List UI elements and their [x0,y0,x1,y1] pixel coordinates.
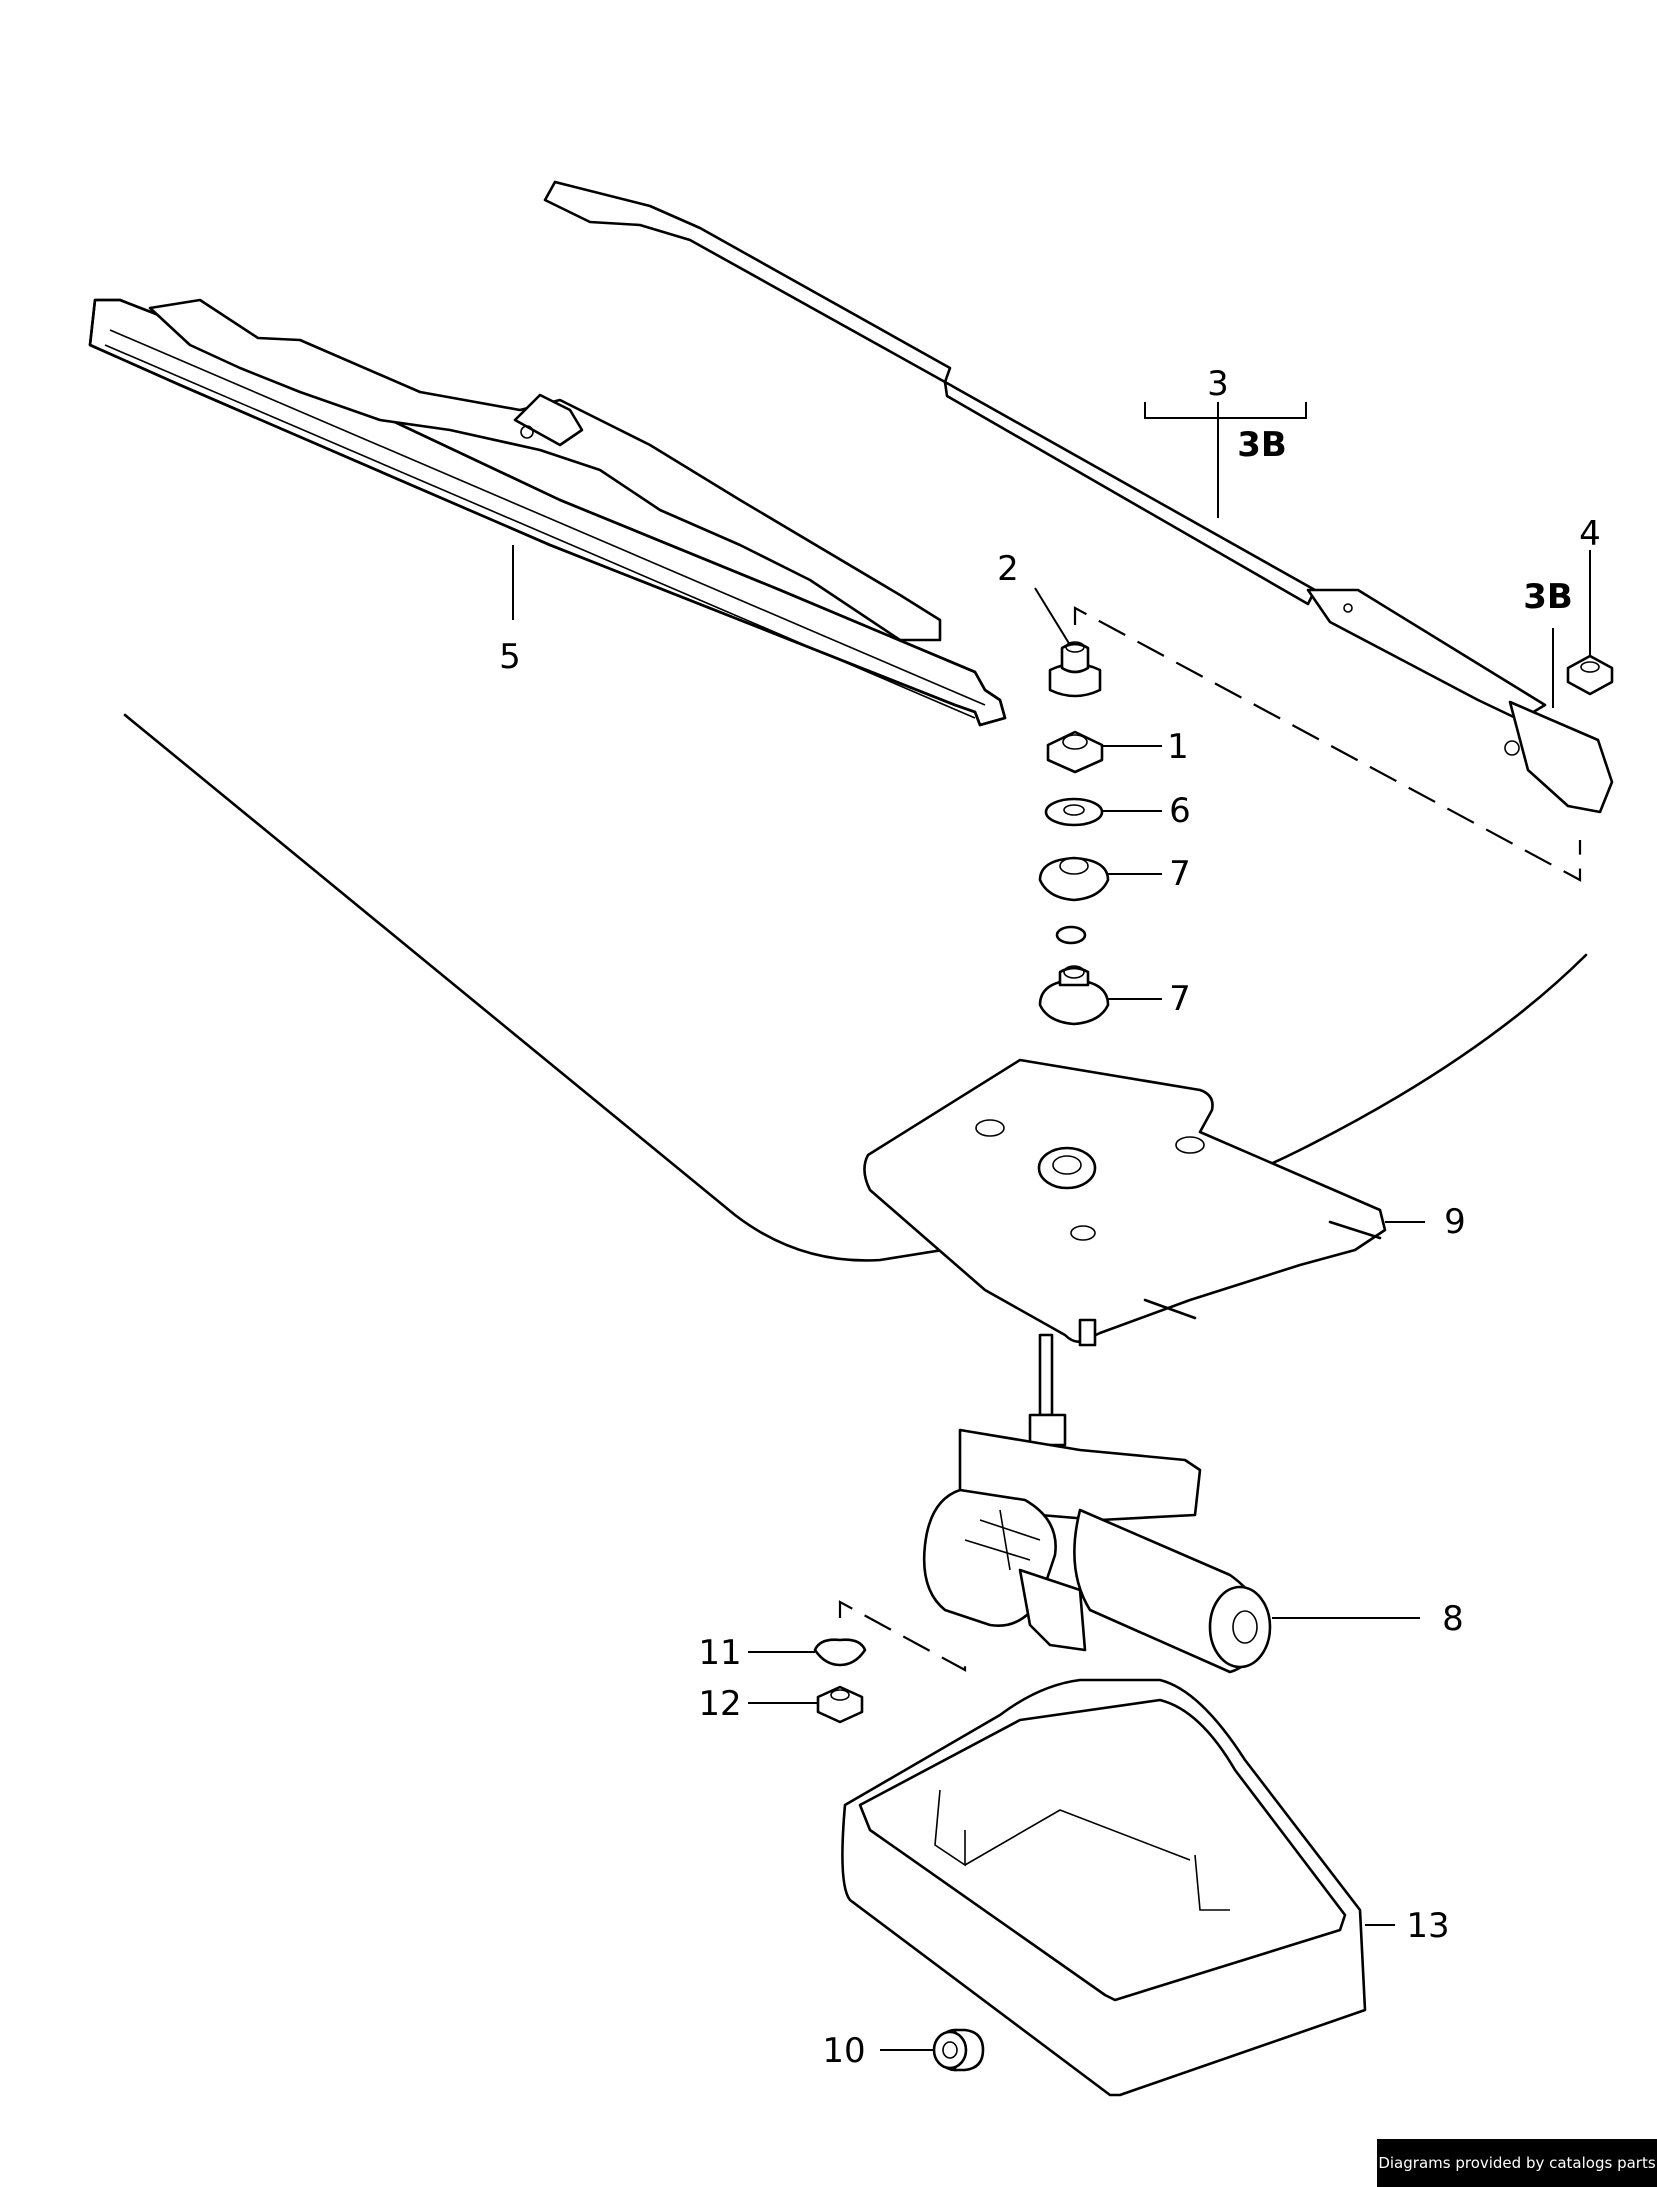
callout-11: 11 [698,1633,741,1673]
motor-cover-part-13 [841,1678,1367,2097]
wiper-motor-part-8 [922,1333,1272,1674]
mounting-stud [1078,1318,1097,1347]
grommet-part-7-upper [1038,856,1110,902]
wiper-arm [543,180,1614,814]
assembly-line-arm [1073,606,1582,882]
callout-3: 3 [1207,364,1229,404]
washer-part-6 [1044,797,1104,827]
split-ring [1055,925,1087,945]
leader-2 [1034,587,1071,646]
callout-7-lower: 7 [1169,979,1191,1019]
credit-banner[interactable]: Diagrams provided by catalogs parts [1377,2139,1657,2187]
callout-2: 2 [997,549,1019,589]
callout-13: 13 [1406,1906,1449,1946]
bracket-3 [1144,402,1307,419]
mounting-plate-part-9 [863,1058,1387,1343]
clip-part-11 [813,1638,867,1667]
callout-12: 12 [698,1684,741,1724]
callout-7-upper: 7 [1169,854,1191,894]
callout-3b-arm: 3B [1523,577,1573,617]
bush-part-10 [932,2028,985,2072]
callout-9: 9 [1444,1202,1466,1242]
nut-part-12 [816,1685,864,1724]
nut-part-1 [1046,730,1104,774]
rear-window-outline [123,713,1588,1262]
wiper-blade [88,298,1007,727]
callout-3b-bracket: 3B [1237,425,1287,465]
cap-part-2 [1048,641,1102,698]
assembly-line-motor [838,1600,967,1672]
callout-6: 6 [1169,791,1191,831]
callout-5: 5 [499,637,521,677]
callout-1: 1 [1167,727,1189,767]
grommet-part-7-lower [1038,965,1110,1026]
callout-10: 10 [822,2031,865,2071]
callout-4: 4 [1579,514,1601,554]
callout-8: 8 [1442,1599,1464,1639]
nut-part-4 [1566,654,1614,696]
